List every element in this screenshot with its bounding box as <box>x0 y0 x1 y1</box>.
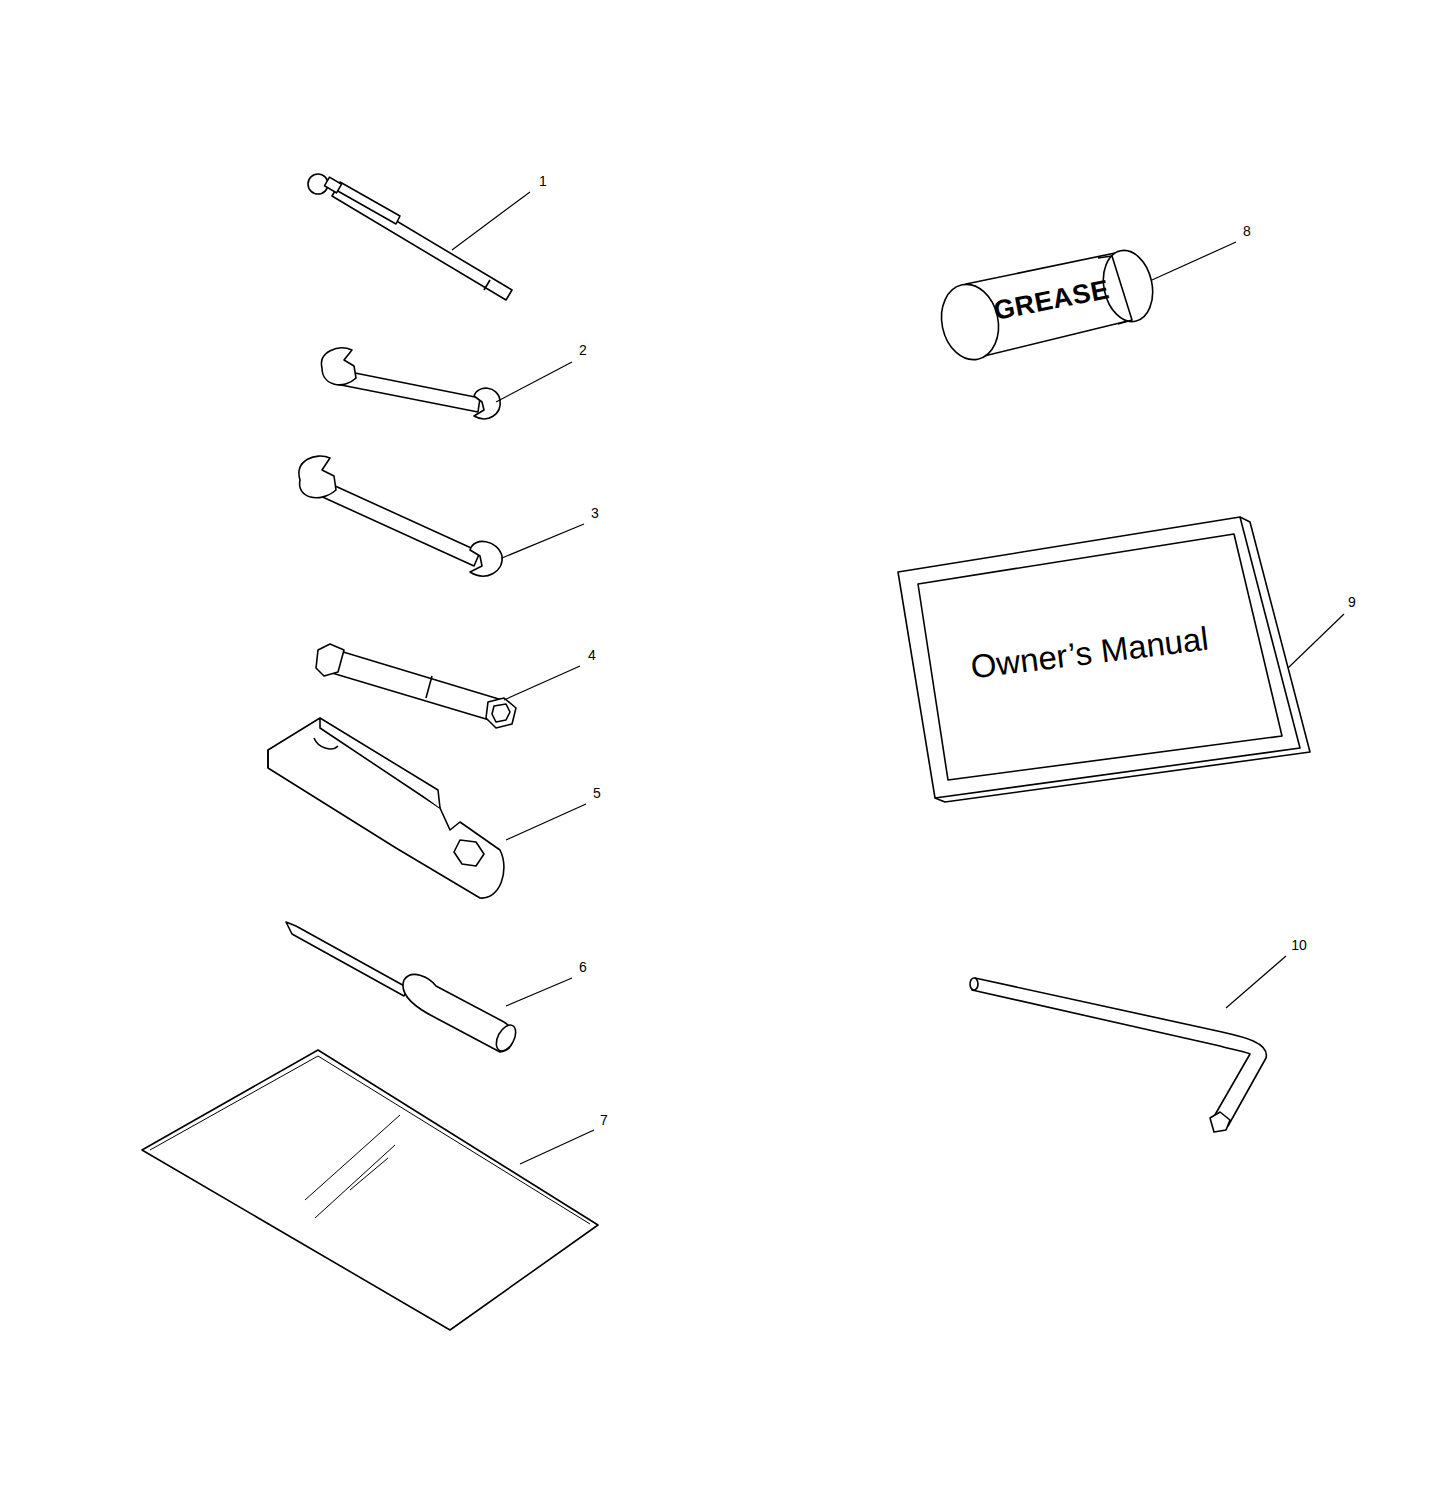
plastic-bag <box>142 1050 598 1330</box>
leader-lines <box>452 192 1344 1164</box>
callout-number: 1 <box>539 174 547 188</box>
spanner-bracket <box>268 718 504 898</box>
callout-number: 5 <box>593 786 601 800</box>
callout-number: 7 <box>600 1113 608 1127</box>
hex-key <box>970 978 1266 1132</box>
callout-number: 3 <box>591 506 599 520</box>
callout-number: 9 <box>1348 595 1356 609</box>
callout-number: 10 <box>1291 938 1307 952</box>
callout-number: 6 <box>579 960 587 974</box>
tire-gauge <box>308 174 512 300</box>
tube-socket-wrench <box>316 644 516 728</box>
callout-number: 2 <box>579 343 587 357</box>
open-end-wrench <box>299 456 502 576</box>
grease-tube <box>935 246 1159 365</box>
owners-manual <box>898 517 1310 802</box>
open-end-wrench <box>321 348 500 419</box>
callout-number: 8 <box>1243 224 1251 238</box>
screwdriver <box>286 922 520 1054</box>
callout-number: 4 <box>588 648 596 662</box>
